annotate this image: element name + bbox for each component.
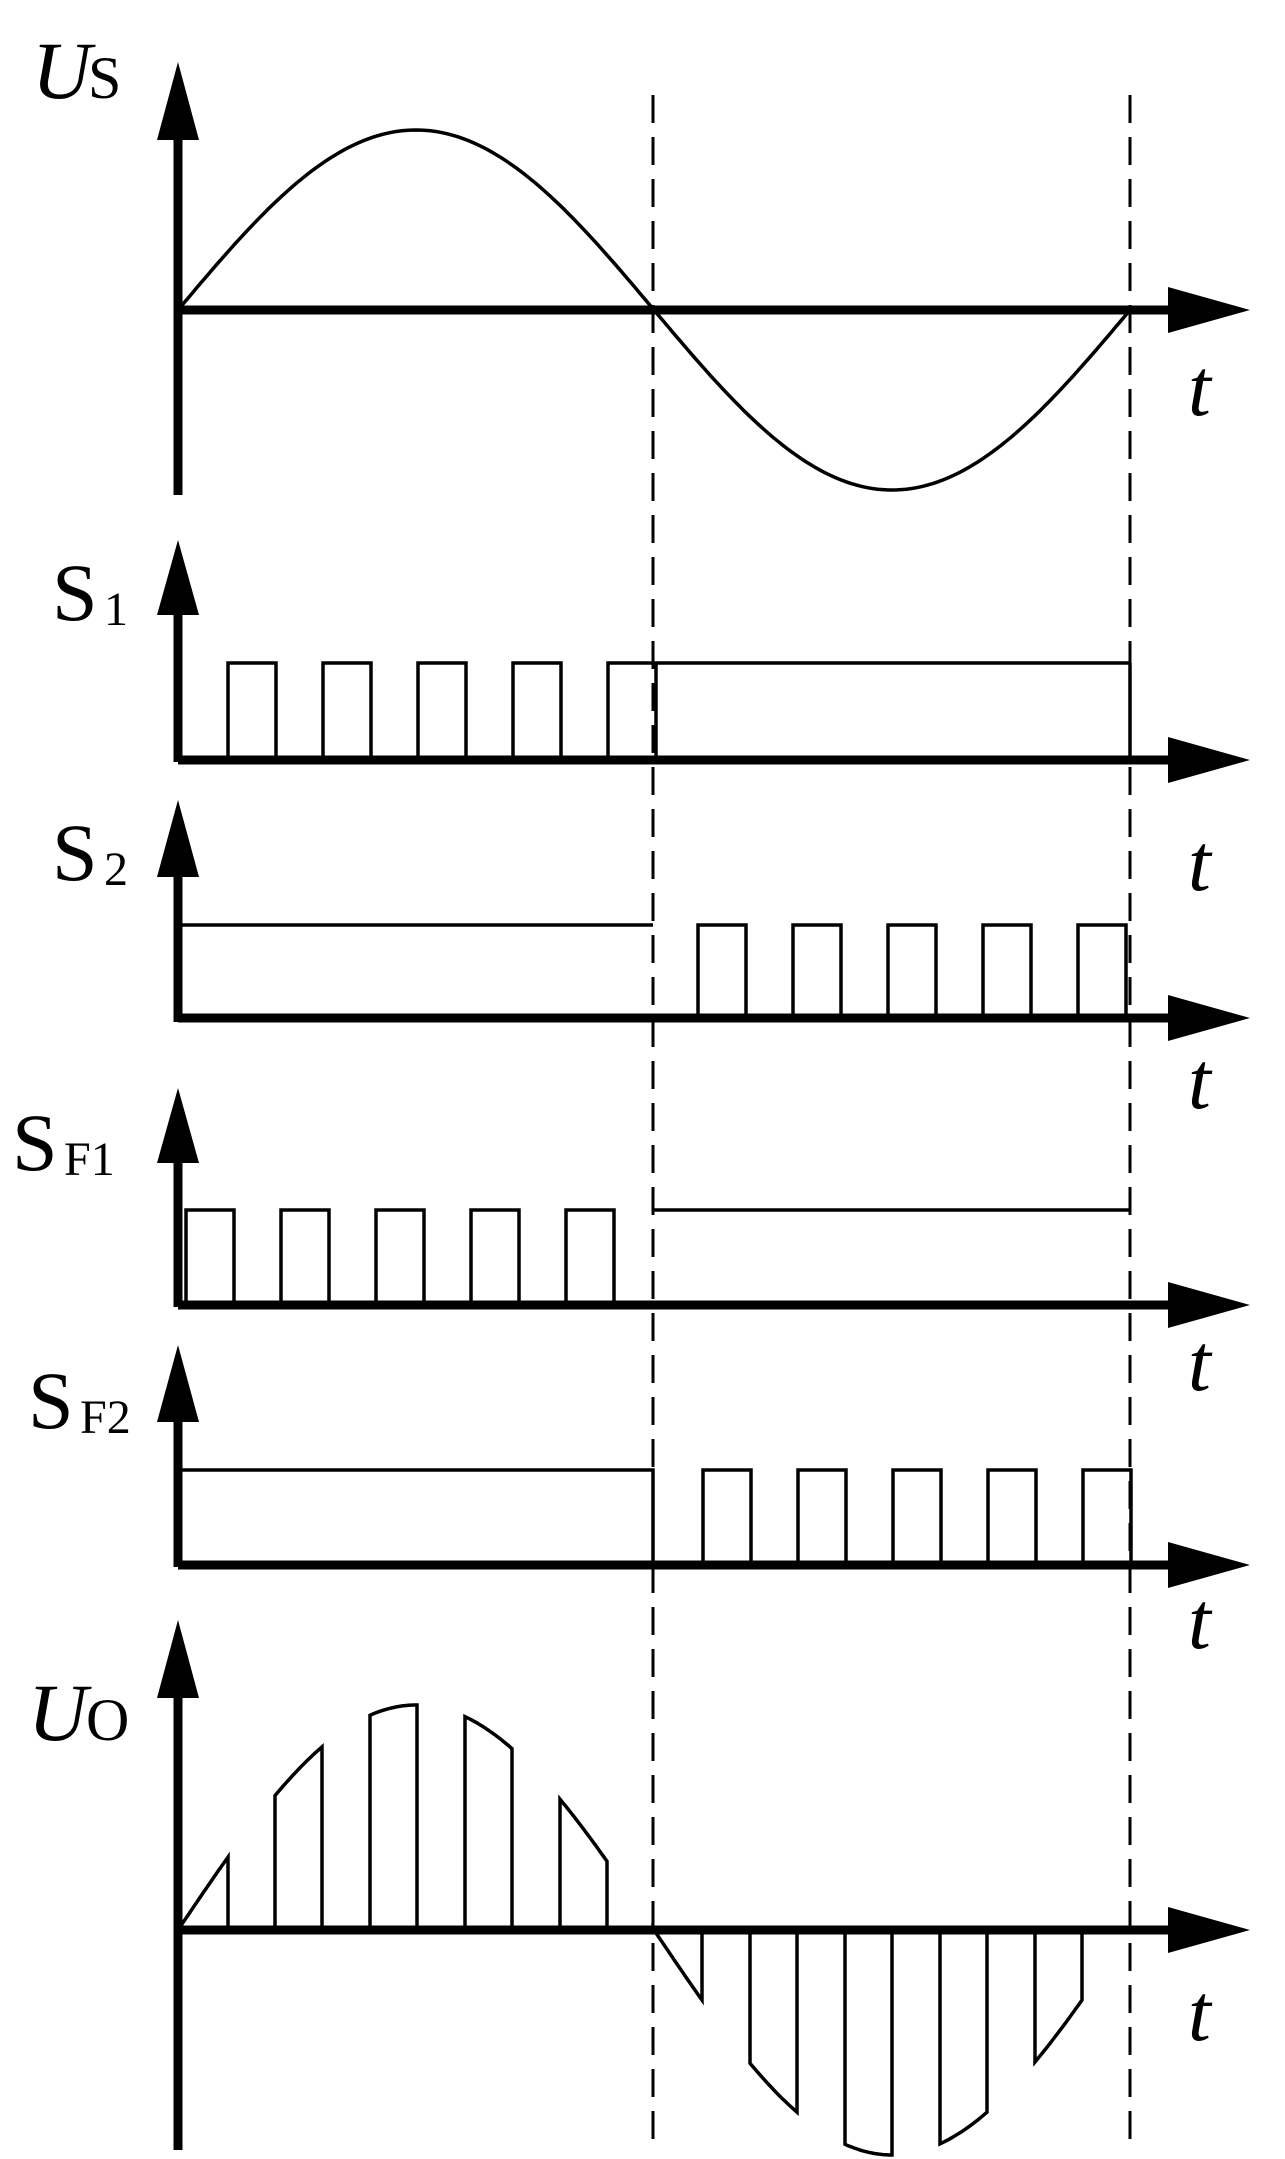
us-x-arrow-icon	[1168, 287, 1250, 333]
s1-x-arrow-icon	[1168, 737, 1250, 783]
panel-us: U S t	[32, 25, 1250, 495]
s2-x-arrow-icon	[1168, 995, 1250, 1041]
s1-label-sub: 1	[104, 583, 128, 636]
panel-uo: U O t t	[28, 1575, 1250, 2157]
us-time-label: t	[1188, 342, 1213, 433]
uo-y-arrow-icon	[157, 1620, 199, 1698]
sf1-y-arrow-icon	[157, 1088, 199, 1163]
sf1-switch-signal	[184, 1208, 1130, 1305]
s2-switch-signal	[178, 923, 1128, 1018]
sf2-label-main: S	[28, 1355, 74, 1446]
s2-label-sub: 2	[104, 843, 128, 896]
sf2-switch-signal	[178, 1468, 1133, 1565]
us-label-main: U	[32, 25, 96, 116]
sf2-x-arrow-icon	[1168, 1542, 1250, 1588]
panel-s1: S 1	[52, 540, 1250, 783]
sf2-time-label: t	[1188, 1575, 1213, 1666]
sf2-label-sub: F2	[80, 1391, 131, 1444]
panel-sf2: S F2 t	[28, 1317, 1250, 1588]
uo-label-sub: O	[86, 1687, 129, 1753]
panel-sf1: S F1 t	[12, 1035, 1250, 1328]
s2-time-label: t	[1188, 1035, 1213, 1126]
us-y-arrow-icon	[157, 62, 199, 140]
sf1-label-sub: F1	[64, 1133, 115, 1186]
sf1-label-main: S	[12, 1097, 58, 1188]
uo-time-label: t	[1188, 1967, 1213, 2058]
sf2-y-arrow-icon	[157, 1345, 199, 1422]
uo-chopped-output	[176, 1703, 1084, 2157]
s1-switch-signal	[226, 661, 1132, 760]
us-sine-wave	[176, 128, 1132, 492]
us-label-sub: S	[88, 45, 121, 111]
s2-y-arrow-icon	[157, 800, 199, 877]
panel-s2: S 2 t	[52, 800, 1250, 1041]
s1-y-arrow-icon	[157, 540, 199, 615]
uo-label-main: U	[28, 1667, 92, 1758]
sf1-x-arrow-icon	[1168, 1282, 1250, 1328]
sf1-time-label: t	[1188, 1317, 1213, 1408]
uo-x-arrow-icon	[1168, 1907, 1250, 1953]
s1-time-label: t	[1188, 817, 1213, 908]
s1-label-main: S	[52, 547, 98, 638]
s2-label-main: S	[52, 807, 98, 898]
